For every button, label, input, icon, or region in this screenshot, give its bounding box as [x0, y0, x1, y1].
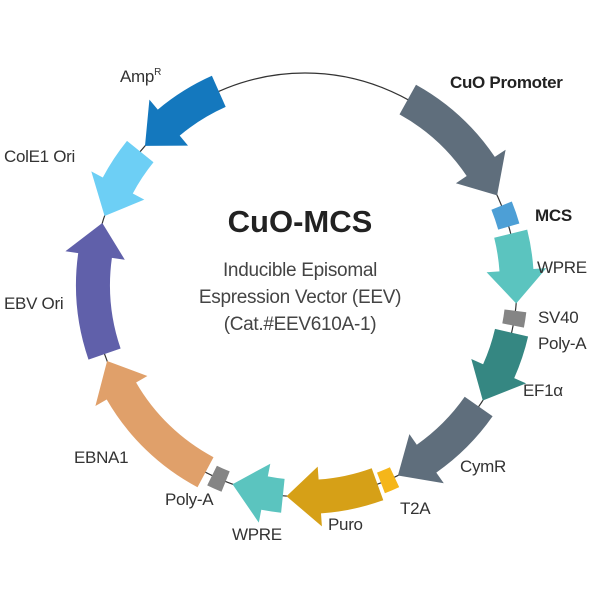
feature-t2a-box — [377, 467, 400, 494]
label-polya: Poly-A — [165, 490, 214, 509]
label-ef1a: EF1α — [523, 381, 563, 400]
label-puro: Puro — [328, 515, 363, 534]
label-ebv-ori: EBV Ori — [4, 294, 63, 313]
feature-puro-arrow — [286, 466, 384, 527]
feature-cole1-ori-arrow — [91, 140, 154, 216]
description-line-2: Espression Vector (EEV) — [199, 287, 401, 308]
label-ebna1: EBNA1 — [74, 448, 128, 467]
label-ampr: AmpR — [120, 67, 161, 86]
feature-ebna1-arrow — [95, 361, 214, 488]
description-line-1: Inducible Episomal — [223, 260, 377, 281]
description-line-3: (Cat.#EEV610A-1) — [224, 314, 377, 335]
label-wpre-1: WPRE — [537, 258, 587, 277]
feature-wpre-2-arrow — [232, 463, 285, 523]
label-mcs: MCS — [535, 206, 572, 225]
plasmid-name: CuO-MCS — [228, 204, 373, 239]
feature-ampr-arrow — [145, 75, 226, 146]
feature-wpre-1-arrow — [486, 229, 547, 304]
feature-cuo-promoter-arrow — [399, 84, 506, 196]
label-wpre-2: WPRE — [232, 525, 282, 544]
label-sv40-polya: Poly-A — [538, 334, 587, 353]
label-cuo-promoter: CuO Promoter — [450, 73, 563, 92]
feature-polya-box — [207, 465, 230, 492]
label-cole1-ori: ColE1 Ori — [4, 147, 75, 166]
feature-ef1a-arrow — [471, 328, 529, 401]
label-sv40: SV40 — [538, 308, 578, 327]
label-cymr: CymR — [460, 457, 506, 476]
feature-cymr-arrow — [397, 396, 493, 484]
feature-sv40-polya-box — [502, 309, 527, 328]
label-t2a: T2A — [400, 499, 431, 518]
feature-ebv-ori-arrow — [65, 223, 125, 360]
feature-mcs-box — [491, 201, 520, 230]
